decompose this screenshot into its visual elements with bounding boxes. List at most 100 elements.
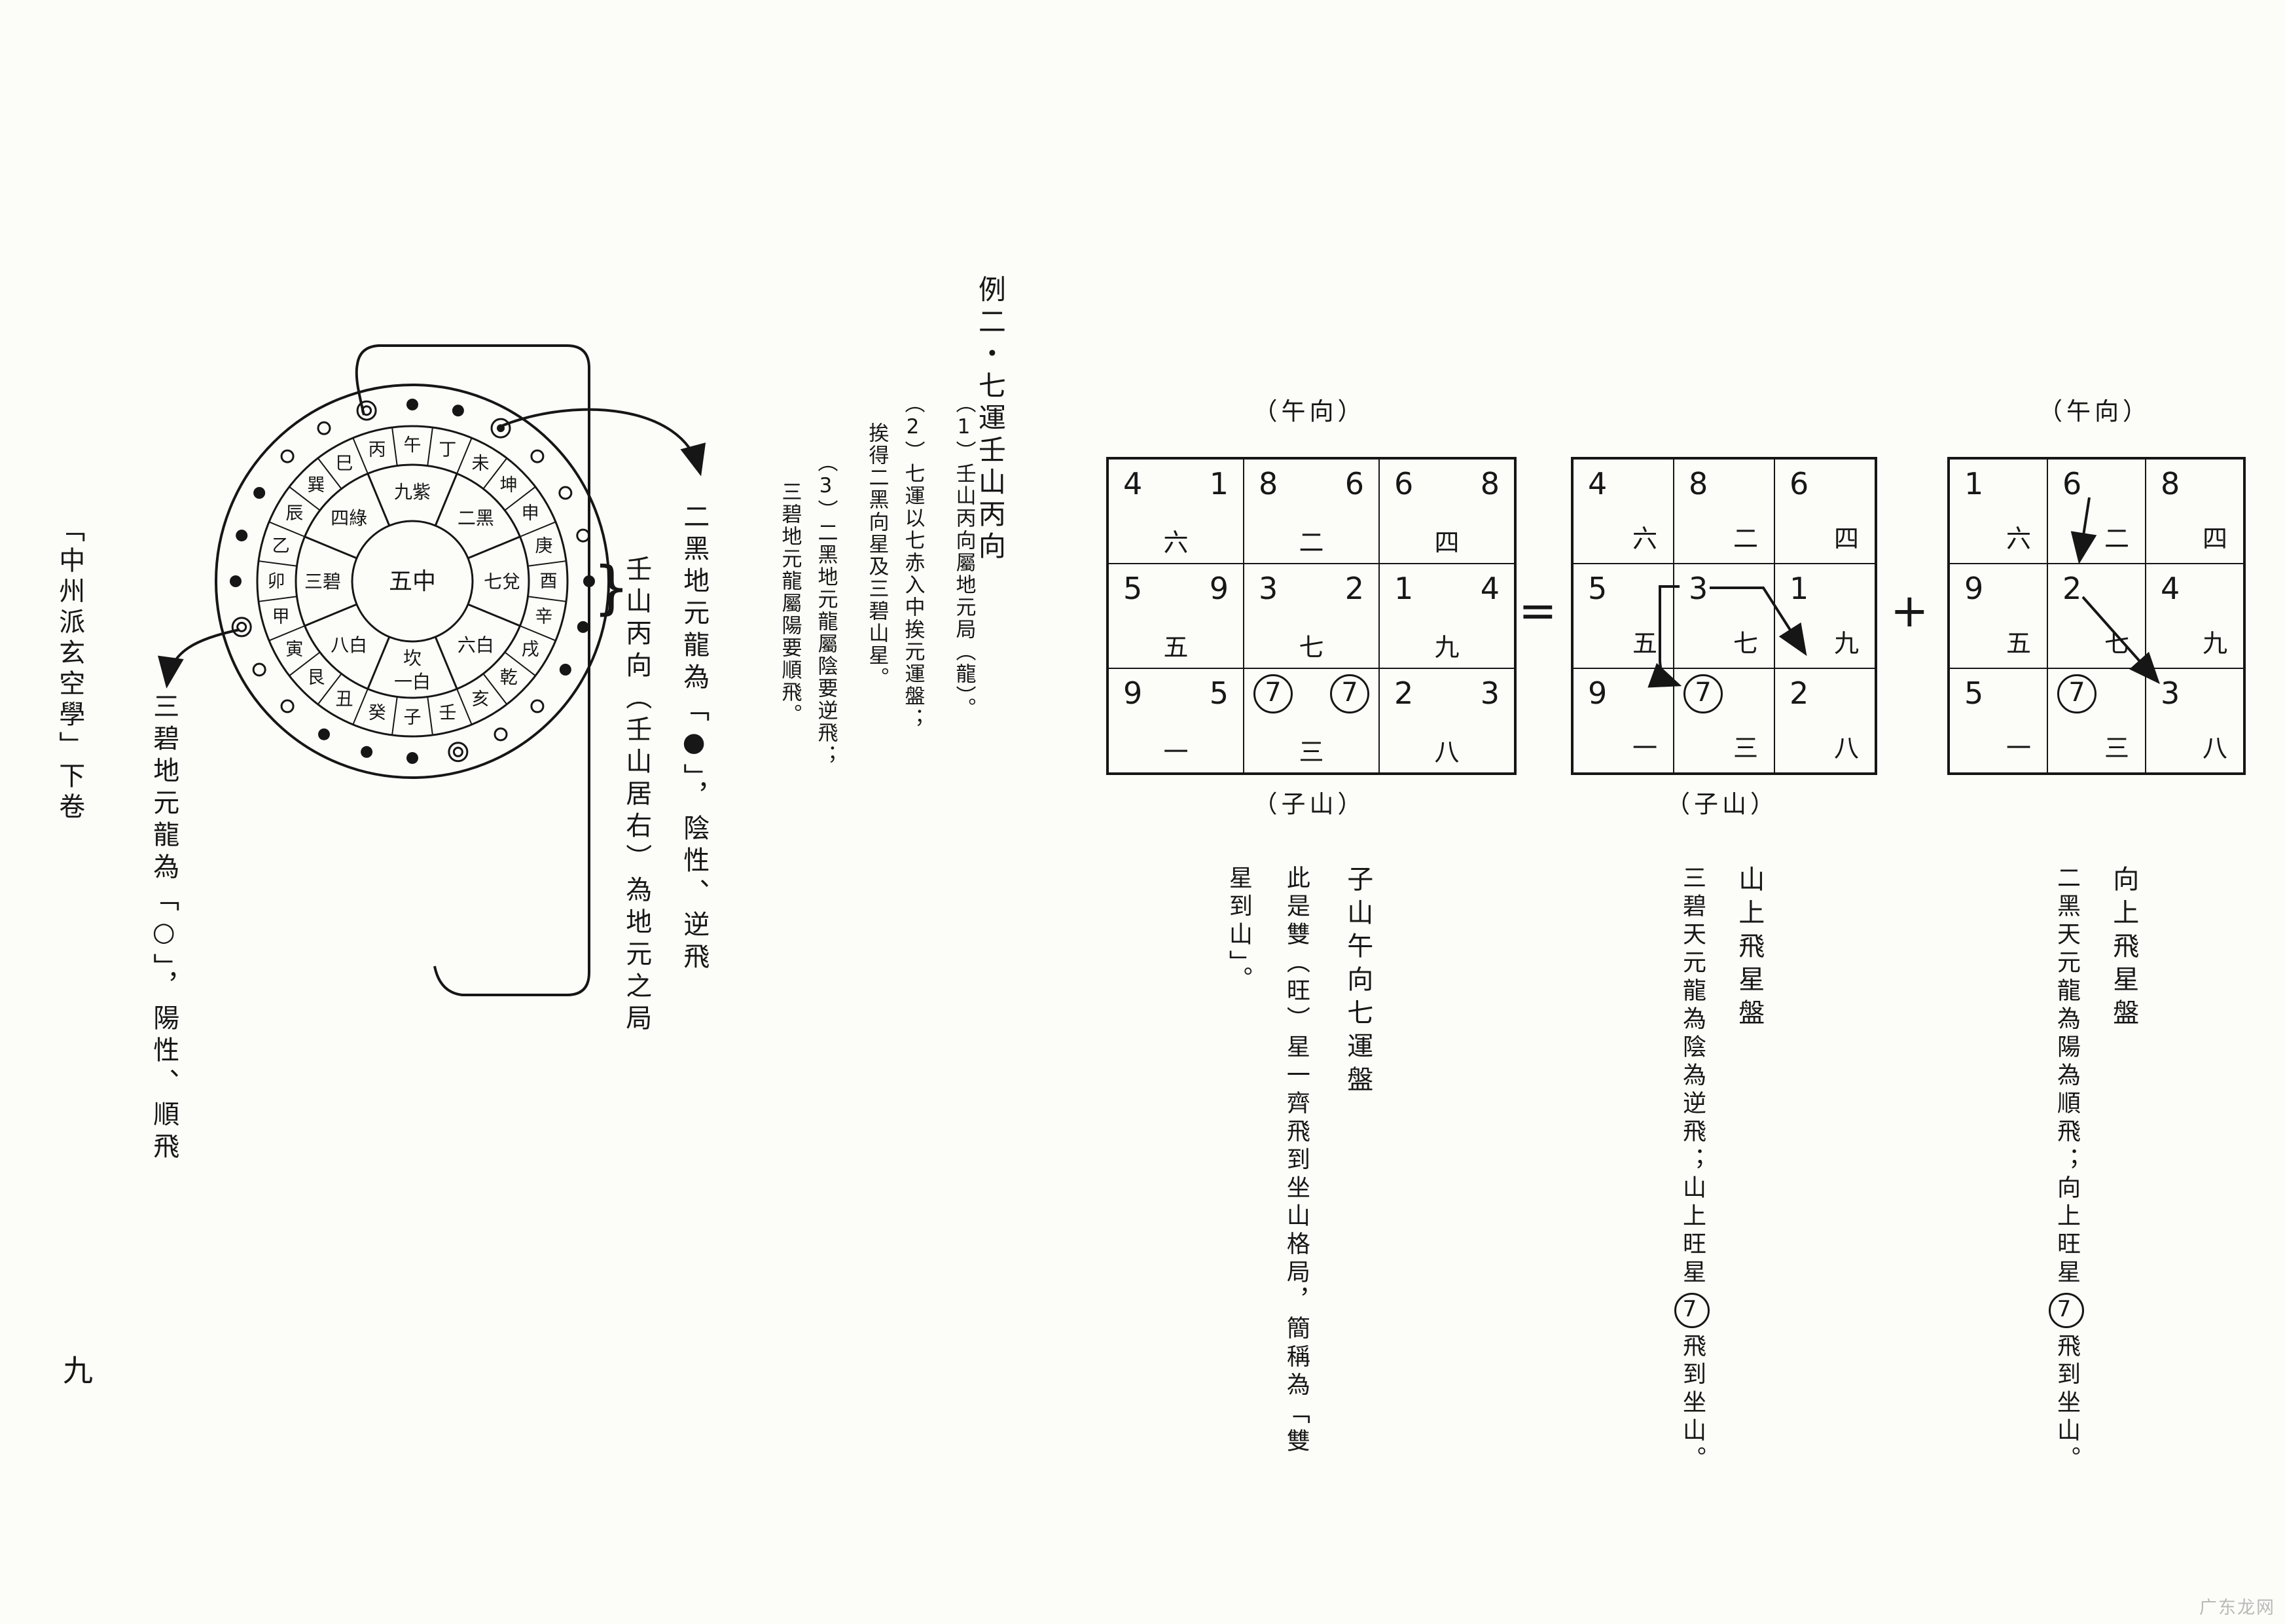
- sector-divider: [434, 473, 458, 526]
- period-star-numeral: 一: [1163, 738, 1189, 767]
- period-star-numeral: 六: [2006, 524, 2031, 553]
- yin-dot: [406, 752, 418, 764]
- yang-dot: [280, 449, 295, 463]
- mountain-label: 戌: [522, 640, 539, 660]
- star-number-left: 9: [1588, 676, 1608, 711]
- period-star-numeral: 九: [1833, 629, 1859, 658]
- mountain-divider: [528, 596, 567, 602]
- palace-trigram: 坎: [403, 647, 422, 669]
- palace-label: 七兌: [484, 571, 520, 592]
- annotation-sanbi-dragon: 三碧地元龍為「○」，陽性、順飛: [149, 693, 179, 1164]
- note-column-1: （1）壬山丙向屬地元局（龍）。: [952, 393, 976, 720]
- star-number-left: 4: [1588, 466, 1608, 501]
- star-number-right: 5: [1209, 676, 1229, 711]
- period-star-numeral: 四: [1833, 524, 1859, 553]
- period-star-numeral: 七: [1733, 629, 1758, 658]
- mountain-divider: [317, 673, 342, 705]
- mountain-divider: [520, 521, 556, 537]
- mountain-label: 亥: [472, 689, 490, 710]
- mountain-divider: [427, 696, 433, 736]
- example-heading: 例二・七運壬山丙向: [974, 275, 1007, 564]
- star-number-right: 6: [1344, 466, 1364, 501]
- yang-dot: [558, 486, 573, 500]
- period-star-numeral: 八: [1833, 734, 1859, 763]
- period-star-numeral: 九: [2202, 629, 2227, 658]
- annotation-erhei-dragon: 二黑地元龍為「●」，陰性、逆飛: [679, 503, 710, 975]
- note-column-3: （3）二黑地元龍屬陰要逆飛；: [814, 452, 838, 767]
- mountain-label: 辛: [535, 607, 552, 627]
- annotation-renshan-bingxiang: 壬山丙向（壬山居右）為地元之局: [621, 555, 652, 1036]
- grid1-facing-label: （午向）: [1253, 397, 1366, 425]
- yang-dot: [452, 746, 463, 757]
- star-number-left: 2: [1790, 676, 1809, 711]
- period-star-numeral: 八: [2202, 734, 2227, 763]
- yin-dot: [230, 575, 242, 587]
- period-star-numeral: 八: [1434, 738, 1460, 767]
- yang-dot: [530, 449, 545, 463]
- mountain-label: 寅: [285, 640, 303, 660]
- star-number-left: 5: [1964, 676, 1984, 711]
- yin-dot: [318, 728, 330, 740]
- star-number-right: 8: [1480, 466, 1500, 501]
- sector-divider: [467, 603, 521, 627]
- star-number-left: 3: [1259, 571, 1278, 606]
- sector-divider: [304, 535, 357, 560]
- caption-text: 飛到坐山。: [1679, 1333, 1706, 1474]
- mountain-label: 庚: [535, 536, 552, 556]
- wang-star-circled: 7: [1330, 674, 1369, 713]
- circled-seven: 7: [2049, 1293, 2084, 1328]
- star-number-left: 6: [2062, 466, 2082, 501]
- star-number-left: 2: [2062, 571, 2082, 606]
- mountain-divider: [289, 651, 321, 677]
- star-number-left: 5: [1588, 571, 1608, 606]
- mountain-divider: [456, 437, 473, 474]
- yang-dot: [530, 699, 545, 713]
- mountain-divider: [391, 696, 398, 736]
- yang-dot: [236, 621, 247, 632]
- yin-dot: [452, 405, 464, 417]
- grid1-caption-body-2: 星到山」。: [1225, 865, 1252, 994]
- star-number-left: 3: [2161, 676, 2180, 711]
- period-star-numeral: 七: [1299, 633, 1324, 662]
- mountain-divider: [317, 458, 342, 490]
- yang-dot: [361, 405, 372, 416]
- mountain-label: 丁: [439, 440, 456, 460]
- sector-divider: [304, 603, 357, 627]
- grid2-caption-title: 山上飛星盤: [1734, 865, 1765, 1032]
- grid2-sitting-label: （子山）: [1666, 790, 1778, 818]
- wang-star-circled: 7: [1253, 674, 1293, 713]
- mountain-divider: [528, 560, 567, 567]
- mountain-label: 癸: [369, 703, 386, 723]
- wang-star-circled: 7: [1683, 674, 1723, 713]
- plus-sign: +: [1890, 584, 1929, 638]
- highlight-ring: [231, 617, 252, 638]
- star-number-left: 3: [1689, 571, 1708, 606]
- mountain-label: 坤: [500, 475, 518, 496]
- sector-divider: [434, 636, 458, 690]
- mountain-label: 巳: [336, 454, 353, 474]
- yang-dot: [280, 699, 295, 713]
- grid3-facing-label: （午向）: [2038, 397, 2151, 425]
- note-column-2: （2）七運以七赤入中挨元運盤；: [901, 393, 925, 730]
- palace-label: 九紫: [394, 481, 431, 503]
- star-number-left: 8: [1259, 466, 1278, 501]
- star-number-left: 5: [1123, 571, 1143, 606]
- mountain-divider: [456, 689, 473, 725]
- mountain-label: 乙: [272, 536, 290, 556]
- yin-dot: [406, 399, 418, 410]
- star-number-left: 6: [1790, 466, 1809, 501]
- note-column-2b: 挨得二黑向星及三碧山星。: [865, 422, 889, 689]
- period-star-numeral: 三: [1733, 734, 1758, 763]
- grid2-caption-body: 三碧天元龍為陰為逆飛；山上旺星7飛到坐山。: [1674, 865, 1710, 1474]
